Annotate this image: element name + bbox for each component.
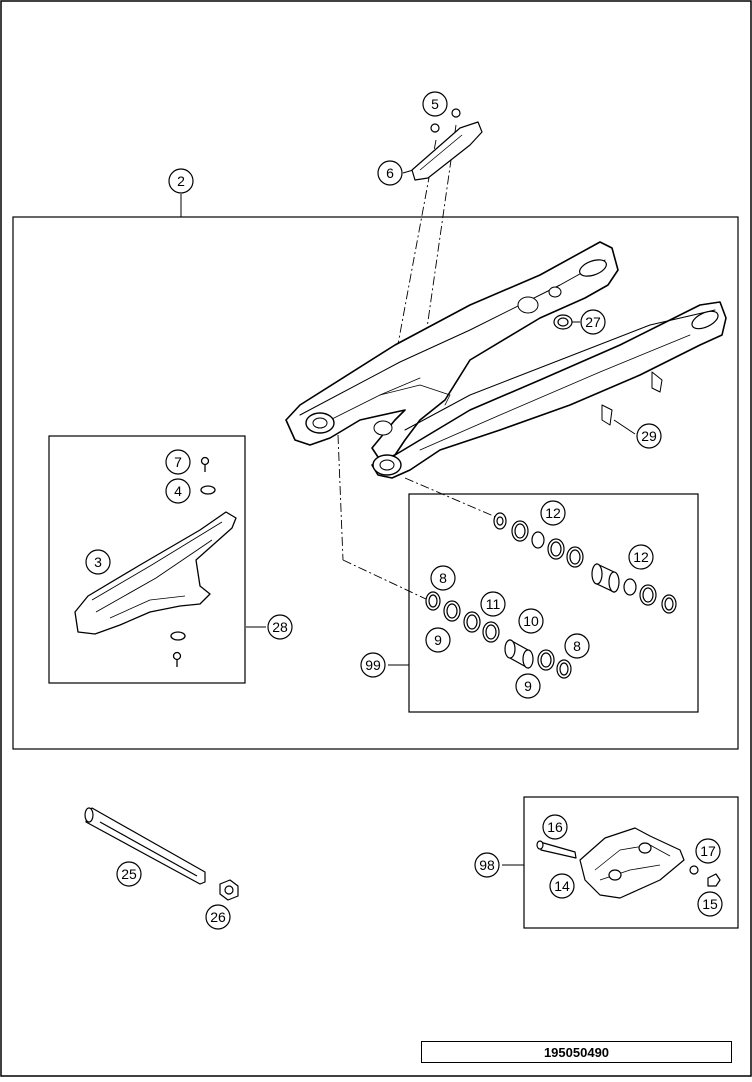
chain-guide-piece-6: [411, 108, 483, 181]
callout-8b: 8: [564, 633, 590, 659]
callout-8a: 8: [430, 565, 456, 591]
callout-2-label: 2: [177, 173, 185, 189]
callout-11-label: 11: [486, 596, 501, 612]
callout-6: 6: [377, 160, 403, 186]
callout-15-label: 15: [702, 896, 718, 912]
callout-11: 11: [480, 591, 506, 617]
callout-6-label: 6: [386, 165, 394, 181]
callout-9a: 9: [425, 627, 451, 653]
callout-26: 26: [205, 904, 231, 930]
callout-10-label: 10: [523, 613, 539, 629]
callout-17-label: 17: [700, 843, 716, 859]
callout-8a-label: 8: [439, 570, 447, 586]
callout-4: 4: [165, 478, 191, 504]
callout-2: 2: [168, 168, 194, 194]
callout-17: 17: [695, 838, 721, 864]
callout-3-label: 3: [94, 554, 102, 570]
callout-26-label: 26: [210, 909, 226, 925]
bushing-27: [553, 314, 573, 330]
callout-27-label: 27: [585, 314, 601, 330]
reference-number-box: 195050490: [421, 1041, 732, 1063]
callout-10: 10: [518, 608, 544, 634]
callout-15: 15: [697, 891, 723, 917]
callout-29-label: 29: [641, 428, 657, 444]
swingarm-illustration: [285, 241, 727, 479]
callout-14-label: 14: [554, 878, 570, 894]
callout-12a: 12: [540, 500, 566, 526]
callout-3: 3: [85, 549, 111, 575]
callout-9a-label: 9: [434, 632, 442, 648]
callout-4-label: 4: [174, 483, 182, 499]
callout-7-label: 7: [174, 454, 182, 470]
callout-98-label: 98: [479, 857, 495, 873]
callout-5-label: 5: [431, 96, 439, 112]
chain-guide-group-box: [523, 796, 739, 929]
chain-slider-3: [74, 456, 237, 667]
bearing-kit-parts: [425, 512, 677, 679]
bearing-kit-group-box: [408, 493, 699, 713]
callout-98: 98: [474, 852, 500, 878]
callout-28-label: 28: [272, 619, 288, 635]
callout-25: 25: [116, 861, 142, 887]
chain-slider-group-box: [48, 435, 246, 684]
callout-14: 14: [549, 873, 575, 899]
callout-25-label: 25: [121, 866, 137, 882]
swingarm-axle-25: [84, 807, 239, 901]
callout-12b: 12: [628, 544, 654, 570]
chain-guide-14: [536, 827, 721, 899]
swingarm-group-box: [12, 216, 739, 750]
callout-99-label: 99: [365, 657, 381, 673]
callout-27: 27: [580, 309, 606, 335]
callout-9b-label: 9: [524, 678, 532, 694]
callout-12a-label: 12: [545, 505, 561, 521]
callout-12b-label: 12: [633, 549, 649, 565]
callout-16: 16: [542, 814, 568, 840]
reference-number: 195050490: [543, 1044, 610, 1060]
callout-8b-label: 8: [573, 638, 581, 654]
callout-5: 5: [422, 91, 448, 117]
callout-7: 7: [165, 449, 191, 475]
callout-28: 28: [267, 614, 293, 640]
callout-9b: 9: [515, 673, 541, 699]
callout-16-label: 16: [547, 819, 563, 835]
callout-99: 99: [360, 652, 386, 678]
callout-29: 29: [636, 423, 662, 449]
